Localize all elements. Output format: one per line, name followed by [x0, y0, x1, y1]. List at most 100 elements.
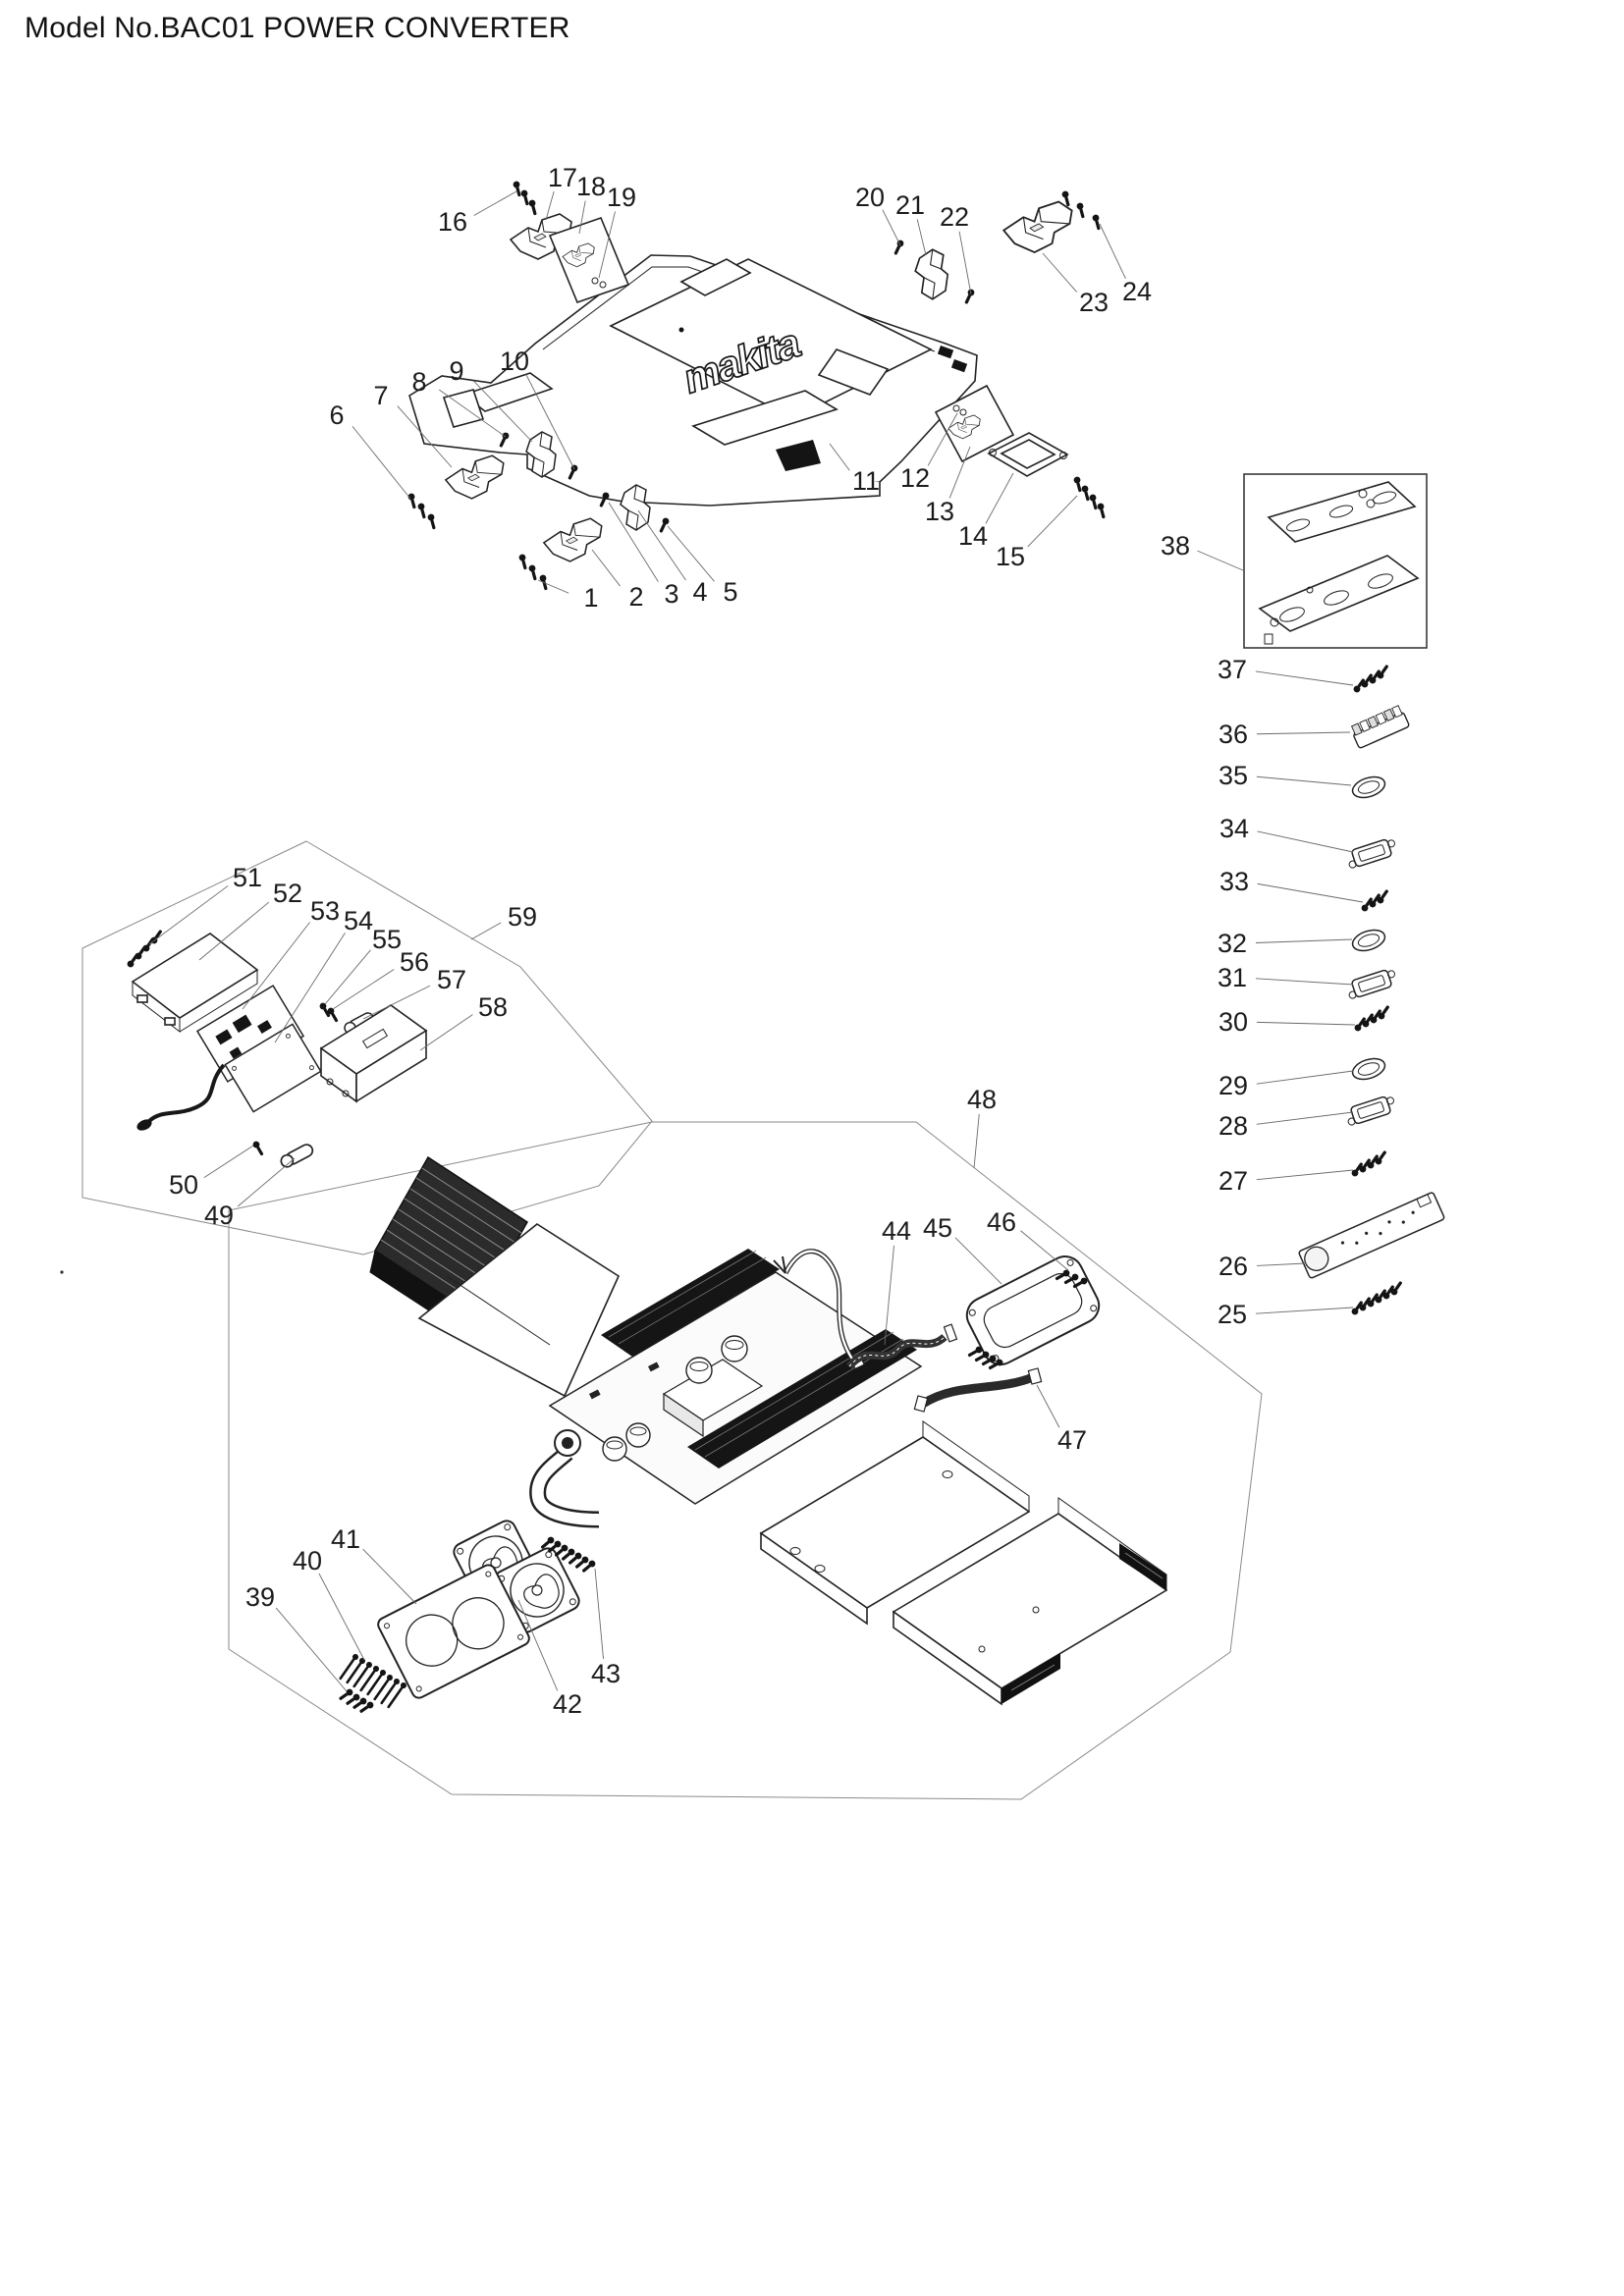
case-clip-right-1: [937, 346, 954, 359]
callout-leader-11: [829, 443, 850, 471]
part-number-callout-53: 53: [310, 896, 340, 926]
part-number-callout-44: 44: [882, 1216, 911, 1246]
part-number-callout-24: 24: [1122, 277, 1152, 306]
ribbon-cable-47: [913, 1367, 1043, 1413]
callout-leader-28: [1256, 1111, 1354, 1125]
page-title: Model No.BAC01 POWER CONVERTER: [25, 12, 570, 44]
converter-assembly-drawing: [337, 1155, 1168, 1715]
callout-leader-5: [667, 525, 715, 582]
callout-leader-49: [237, 1157, 296, 1207]
connector-31: [1344, 966, 1399, 1001]
callout-leader-4: [637, 509, 686, 581]
insulation-plate-54: [224, 1023, 322, 1113]
part-number-callout-28: 28: [1218, 1111, 1248, 1141]
part-number-callout-49: 49: [204, 1201, 234, 1230]
screws-25: [1350, 1279, 1404, 1316]
part-number-callout-38: 38: [1161, 531, 1190, 561]
part-number-callout-1: 1: [583, 583, 598, 613]
part-number-callout-40: 40: [293, 1546, 322, 1575]
part-number-callout-2: 2: [628, 582, 643, 612]
button-29: [1349, 1053, 1388, 1085]
part-number-callout-56: 56: [400, 947, 429, 977]
inner-assembly-drawing: [126, 928, 428, 1170]
part-number-callout-32: 32: [1218, 929, 1247, 958]
callout-leader-54: [274, 933, 346, 1043]
callout-leader-56: [332, 969, 395, 1010]
bent-cover: [417, 1223, 621, 1398]
cover-plate-52: [131, 933, 259, 1034]
callout-leader-57: [362, 985, 431, 1020]
part-number-callout-3: 3: [664, 579, 678, 609]
screws-37: [1352, 663, 1390, 694]
callout-leader-18: [578, 200, 586, 235]
case-latch-parts: [445, 200, 1073, 562]
part-number-callout-41: 41: [331, 1524, 360, 1554]
callout-leader-26: [1256, 1262, 1307, 1266]
part-number-callout-17: 17: [548, 163, 577, 192]
callout-leader-12: [927, 412, 958, 466]
callout-leader-15: [1027, 495, 1078, 548]
part-number-callout-29: 29: [1218, 1071, 1248, 1100]
latch-23: [1002, 200, 1073, 253]
callout-leader-3: [608, 502, 659, 582]
part-number-callout-7: 7: [373, 381, 388, 410]
callout-leader-13: [948, 446, 971, 499]
part-number-callout-52: 52: [273, 879, 302, 908]
callout-leader-21: [916, 219, 927, 256]
part-number-callout-5: 5: [723, 577, 737, 607]
callout-leader-29: [1256, 1070, 1354, 1085]
part-number-callout-30: 30: [1218, 1007, 1248, 1037]
part-number-callout-59: 59: [508, 902, 537, 932]
part-number-callout-6: 6: [329, 400, 344, 430]
detail-plate-13: [934, 384, 1015, 463]
connector-28: [1343, 1093, 1398, 1128]
part-number-callout-55: 55: [372, 925, 402, 954]
stray-dot: [60, 1270, 64, 1274]
callout-leader-33: [1257, 882, 1364, 903]
callout-leader-36: [1256, 731, 1351, 735]
part-number-callout-15: 15: [996, 542, 1025, 571]
callout-leader-44: [884, 1245, 894, 1346]
case-dot: [678, 327, 684, 333]
callout-leader-55: [324, 949, 371, 1005]
part-number-callout-34: 34: [1219, 814, 1249, 843]
callout-leader-58: [419, 1014, 473, 1051]
wire-harness-44: [845, 1323, 958, 1369]
part-number-callout-11: 11: [852, 466, 880, 496]
screws-30: [1353, 1003, 1391, 1033]
callout-leader-38: [1197, 550, 1244, 571]
callout-leader-14: [985, 472, 1014, 524]
tray-upper: [759, 1420, 1031, 1626]
converter-assembly-region-outline: [228, 1121, 1263, 1800]
callout-leader-53: [242, 922, 310, 1010]
callout-leader-16: [473, 190, 517, 216]
callout-leader-37: [1255, 670, 1354, 686]
callout-leader-23: [1042, 252, 1078, 293]
callout-leader-48: [973, 1113, 980, 1169]
case-handle-hole-left: [679, 258, 752, 296]
panel-detail-box: [1243, 473, 1428, 649]
callout-leader-40: [318, 1573, 365, 1661]
callout-leader-30: [1256, 1021, 1356, 1026]
part-number-callout-39: 39: [245, 1582, 275, 1612]
latch-holder-14: [987, 432, 1069, 477]
part-number-callout-19: 19: [607, 183, 636, 212]
callout-leader-27: [1256, 1169, 1354, 1181]
callout-leader-6: [352, 425, 411, 500]
bracket-58: [319, 1004, 428, 1103]
part-number-callout-37: 37: [1218, 655, 1247, 684]
callout-leader-47: [1036, 1384, 1060, 1428]
screws-33: [1360, 887, 1390, 913]
callout-leader-8: [438, 389, 507, 438]
callout-leader-42: [517, 1599, 559, 1691]
part-number-callout-12: 12: [900, 463, 930, 493]
part-number-callout-43: 43: [591, 1659, 621, 1688]
part-number-callout-16: 16: [438, 207, 467, 237]
screws-27: [1350, 1148, 1388, 1178]
gasket-45: [965, 1255, 1101, 1365]
button-32: [1349, 925, 1388, 956]
part-number-callout-31: 31: [1218, 963, 1247, 992]
connector-34: [1344, 835, 1399, 871]
part-number-callout-51: 51: [233, 863, 262, 892]
part-number-callout-22: 22: [940, 202, 969, 232]
